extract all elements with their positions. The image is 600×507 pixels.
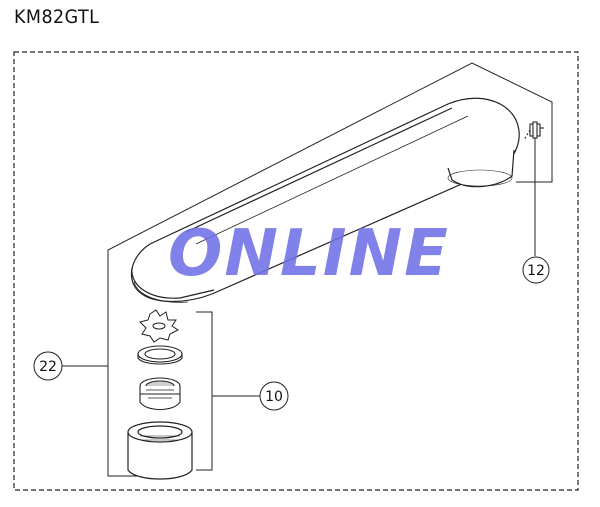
callout-label-22: 22 xyxy=(39,359,57,375)
rectifier-part xyxy=(139,309,179,343)
aerator-screen xyxy=(139,377,181,411)
spout-base xyxy=(447,149,515,188)
dashed-frame xyxy=(13,51,579,491)
callout-circle-12 xyxy=(522,256,550,284)
model-title: KM82GTL xyxy=(14,6,100,28)
screw-part xyxy=(523,121,544,141)
assembly-boundary xyxy=(107,62,553,477)
watermark-online: ONLINE xyxy=(168,217,450,291)
callout-label-12: 12 xyxy=(527,263,545,279)
callout-circle-10 xyxy=(259,381,289,411)
packing-ring xyxy=(137,345,183,365)
cap-nut xyxy=(127,421,193,480)
callout-circle-22 xyxy=(33,351,63,381)
callout-label-10: 10 xyxy=(265,389,283,405)
bracket-10 xyxy=(196,311,213,471)
